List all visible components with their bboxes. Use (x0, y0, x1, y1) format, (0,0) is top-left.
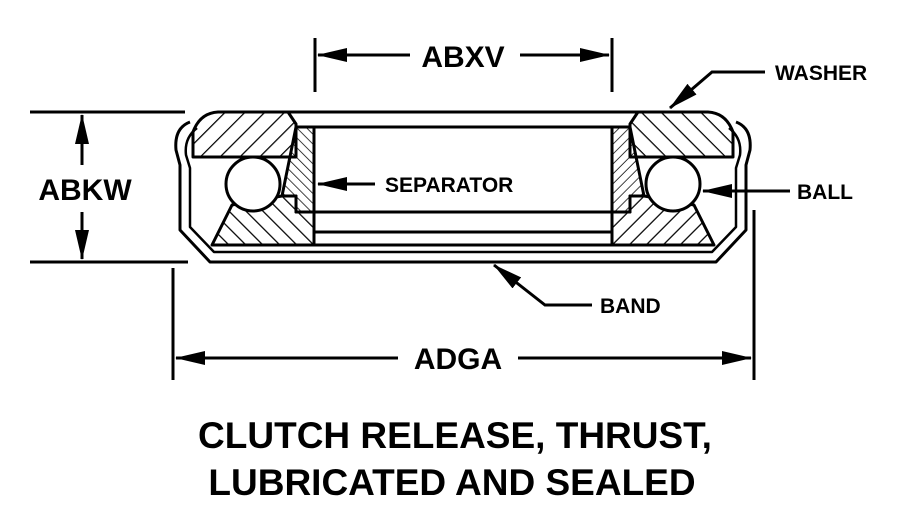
leaders (317, 70, 790, 307)
abxv-label: ABXV (421, 41, 504, 74)
separator-label: SEPARATOR (385, 174, 513, 197)
abkw-label: ABKW (38, 174, 132, 207)
adga-dimension (171, 210, 756, 380)
abxv-dimension (313, 38, 614, 92)
washer-label: WASHER (775, 62, 867, 85)
adga-label: ADGA (414, 343, 502, 376)
band-label: BAND (600, 295, 661, 318)
band-leader (493, 263, 592, 307)
title-line-2: LUBRICATED AND SEALED (208, 462, 695, 503)
abkw-dimension (30, 110, 188, 264)
washer-leader (669, 70, 765, 110)
title-line-1: CLUTCH RELEASE, THRUST, (198, 415, 712, 456)
ball-label: BALL (797, 181, 853, 204)
